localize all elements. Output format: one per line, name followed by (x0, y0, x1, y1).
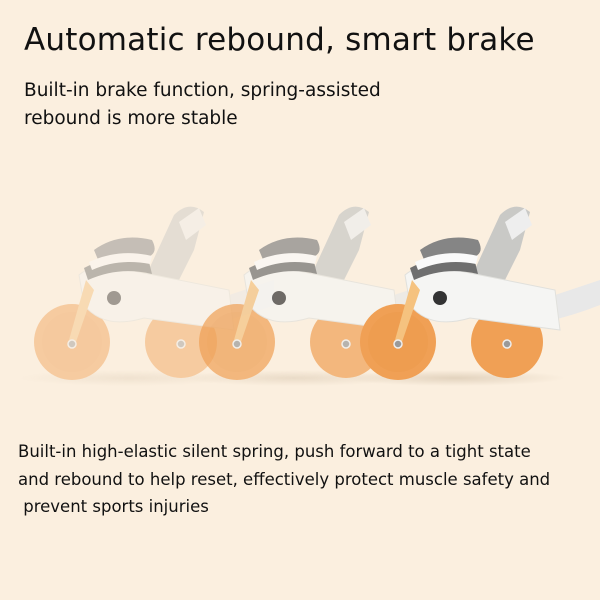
headline: Automatic rebound, smart brake (24, 22, 535, 58)
description: Built-in high-elastic silent spring, pus… (18, 438, 598, 521)
description-line: prevent sports injuries (18, 497, 209, 516)
description-line: Built-in high-elastic silent spring, pus… (18, 442, 531, 461)
subheadline-line: Built-in brake function, spring-assisted (24, 80, 381, 101)
subheadline: Built-in brake function, spring-assisted… (24, 77, 584, 133)
product-illustration (18, 205, 600, 387)
description-line: and rebound to help reset, effectively p… (18, 469, 551, 489)
subheadline-line: rebound is more stable (24, 108, 238, 129)
